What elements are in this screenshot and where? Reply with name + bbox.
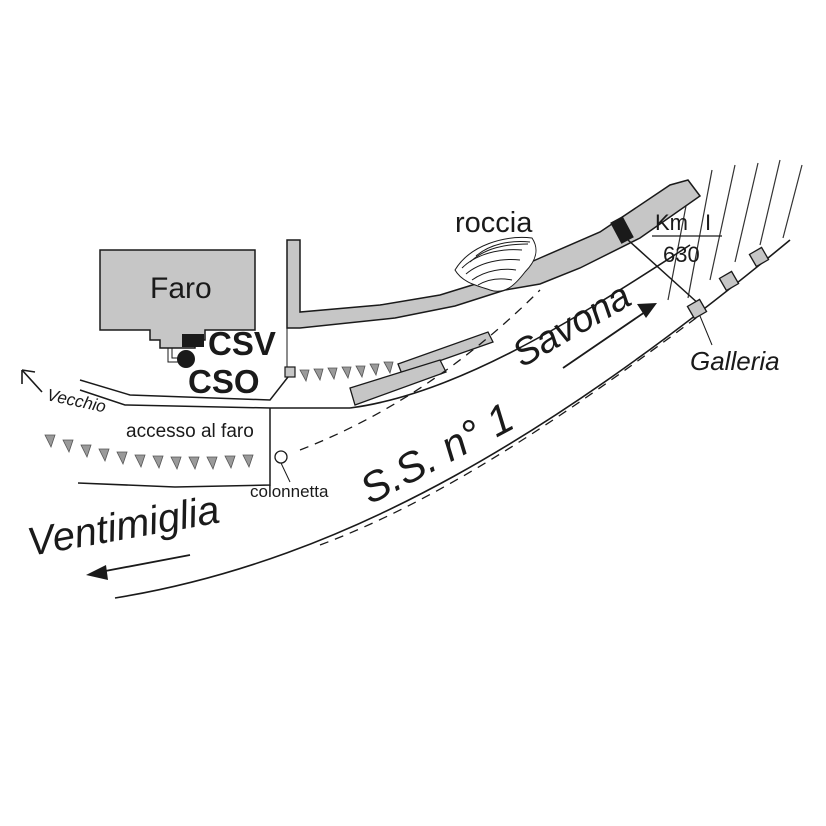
ventimiglia-arrow xyxy=(86,554,191,580)
road-centerline xyxy=(299,289,701,546)
roccia-label: roccia xyxy=(455,207,533,239)
savona-arrow xyxy=(562,303,657,369)
accesso-label: accesso al faro xyxy=(126,421,254,442)
km-label: Km xyxy=(655,210,688,235)
small-pillar xyxy=(284,366,296,378)
km-link-road xyxy=(627,239,701,306)
cso-marker-icon xyxy=(177,350,195,368)
galleria-leader xyxy=(699,315,713,346)
km-separator: I xyxy=(705,210,711,235)
ventimiglia-label: Ventimiglia xyxy=(24,488,223,565)
road-wall xyxy=(286,179,702,329)
cliff-hatching xyxy=(667,159,803,301)
savona-label: Savona xyxy=(506,275,639,376)
km-value: 630 xyxy=(663,242,700,267)
main-road xyxy=(114,239,791,599)
faro-building xyxy=(99,249,256,349)
galleria-squares xyxy=(686,246,770,320)
faro-label: Faro xyxy=(150,272,212,305)
parapet-lower xyxy=(349,359,447,406)
cso-label: CSO xyxy=(188,363,260,400)
old-access-road xyxy=(77,376,350,488)
km-marker-icon xyxy=(610,216,634,244)
rock-formation xyxy=(454,236,537,292)
galleria-label: Galleria xyxy=(690,346,780,376)
colonnetta-label: colonnetta xyxy=(250,482,329,501)
parapet-upper xyxy=(397,331,494,375)
vecchio-label: Vecchio xyxy=(45,385,108,416)
colonnetta-leader xyxy=(280,462,291,483)
csv-marker-icon xyxy=(182,334,204,347)
colonnetta-marker-icon xyxy=(274,450,288,464)
vecchio-arrow-icon xyxy=(21,369,43,393)
embankment-hatching-upper xyxy=(299,361,394,383)
marker-connector xyxy=(167,348,178,363)
csv-label: CSV xyxy=(208,325,276,362)
embankment-hatching xyxy=(44,434,254,471)
